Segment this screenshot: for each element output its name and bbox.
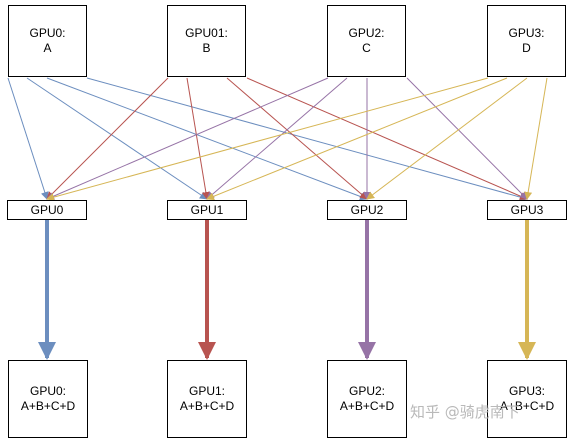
node-name: GPU3: [508,384,545,398]
edge-gpu3-to-gpu1 [206,77,508,201]
source-node-gpu2: GPU2: C [327,5,406,77]
edge-gpu1-to-gpu3 [246,77,528,200]
edge-gpu3-to-gpu3 [524,77,548,200]
edge-gpu2-to-gpu3 [406,77,528,200]
node-value: A [43,41,52,55]
edge-gpu0-to-gpu0 [7,77,49,200]
node-label: GPU0 [30,202,64,217]
reduce-node-gpu1: GPU1 [167,200,247,220]
edge-gpu0-to-gpu2 [46,77,368,201]
node-label: GPU1 [190,202,224,217]
source-node-gpu1: GPU01: B [167,5,246,77]
reduce-node-gpu2: GPU2 [327,200,407,220]
result-node-gpu0: GPU0: A+B+C+D [8,360,88,438]
node-value: A+B+C+D [339,399,395,413]
node-value: A+B+C+D [499,399,555,413]
result-node-gpu3: GPU3: A+B+C+D [487,360,567,438]
reduce-node-gpu0: GPU0 [7,200,87,220]
edge-gpu2-to-gpu0 [46,77,329,200]
result-node-gpu2: GPU2: A+B+C+D [327,360,407,438]
edge-gpu0-to-gpu1 [26,77,208,200]
node-name: GPU2: [348,384,385,398]
node-name: GPU0: [29,26,66,40]
reduce-node-gpu3: GPU3 [487,200,567,220]
node-name: GPU3: [508,26,545,40]
edge-gpu0-to-gpu3 [86,77,528,202]
source-node-gpu0: GPU0: A [8,5,87,77]
edge-gpu2-to-gpu1 [206,77,348,200]
node-value: A+B+C+D [20,399,76,413]
node-label: GPU2 [350,202,384,217]
edge-gpu1-to-gpu1 [186,77,210,200]
node-value: A+B+C+D [179,399,235,413]
source-node-gpu3: GPU3: D [487,5,566,77]
edge-gpu1-to-gpu2 [226,77,368,200]
node-value: C [362,41,371,55]
edge-gpu3-to-gpu0 [46,77,489,202]
result-node-gpu1: GPU1: A+B+C+D [167,360,247,438]
watermark: 知乎 @骑虎南下 [410,403,520,421]
node-name: GPU1: [188,384,225,398]
edge-gpu3-to-gpu2 [366,77,528,200]
edges-layer [7,77,548,360]
node-value: D [522,41,531,55]
node-name: GPU2: [348,26,385,40]
edge-gpu1-to-gpu0 [46,77,169,200]
node-name: GPU0: [29,384,66,398]
node-name: GPU01: [185,26,228,40]
node-value: B [202,41,211,55]
node-label: GPU3 [510,202,544,217]
